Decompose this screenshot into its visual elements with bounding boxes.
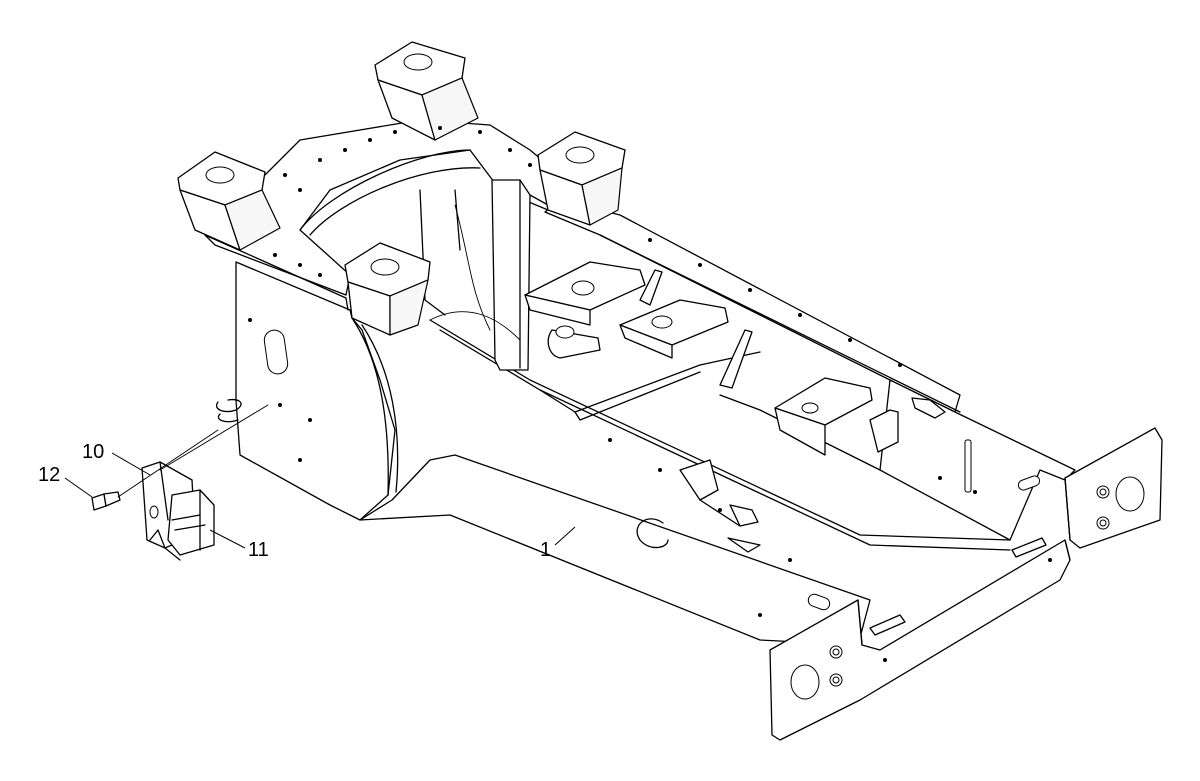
callout-11: 11 (209, 529, 269, 561)
mount-pad-rear-right (537, 131, 626, 226)
callout-label-12: 12 (38, 464, 60, 486)
front-end-plate (769, 539, 1071, 741)
callout-12: 12 (38, 464, 93, 498)
rivet-dots (248, 126, 1052, 662)
main-frame (177, 41, 1163, 741)
rear-rail-top (544, 199, 961, 413)
part-12-bolt (91, 491, 121, 511)
rear-end-plate (1064, 427, 1163, 549)
part-11-cover (149, 489, 215, 561)
callout-label-1: 1 (540, 539, 551, 561)
callout-label-11: 11 (248, 539, 269, 561)
mount-pad-rear-left (374, 41, 479, 141)
right-side-rail (359, 454, 871, 646)
central-post (491, 179, 531, 371)
callout-label-10: 10 (82, 441, 104, 463)
mount-pad-front-right (344, 242, 431, 336)
mount-pad-front-left (177, 151, 281, 251)
callout-1: 1 (540, 526, 576, 561)
callout-10: 10 (82, 441, 151, 476)
